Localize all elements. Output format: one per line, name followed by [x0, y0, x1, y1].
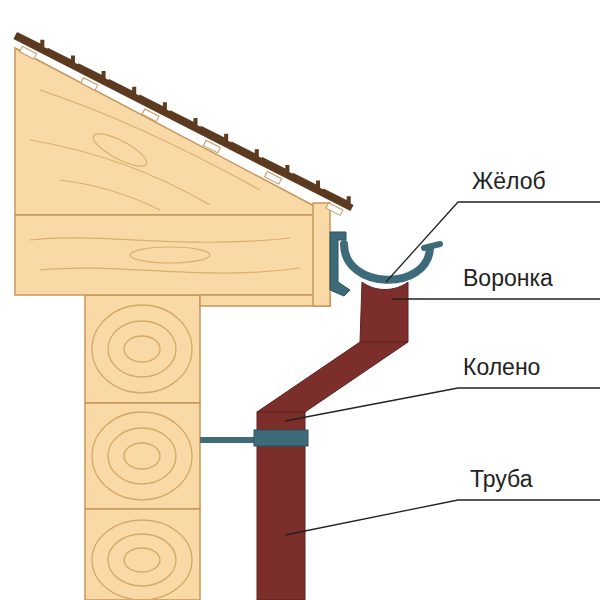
part-label: Жёлоб	[472, 168, 546, 194]
beam	[15, 215, 315, 295]
pipe-clamp	[254, 430, 308, 446]
rafter	[60, 180, 160, 210]
rafter	[30, 140, 210, 205]
pipe-clamp	[200, 430, 308, 446]
beam	[15, 215, 315, 295]
beam	[30, 238, 290, 242]
log-wall	[85, 295, 200, 403]
roof-covering	[15, 34, 352, 216]
log-wall	[92, 412, 192, 500]
roof-batten	[265, 172, 282, 185]
pipe	[257, 434, 305, 600]
roof-tile	[170, 112, 196, 125]
gutter	[344, 244, 430, 280]
log-wall	[124, 548, 160, 572]
roof-tile	[292, 175, 318, 188]
fascia-board	[313, 203, 330, 306]
funnel	[360, 282, 408, 342]
part-label: Труба	[470, 466, 533, 492]
leader-lines	[285, 500, 600, 535]
log-wall	[124, 336, 160, 362]
log-wall	[108, 321, 176, 377]
rafter	[89, 128, 150, 172]
log-wall	[92, 520, 192, 600]
roof-tile	[231, 143, 257, 156]
pipe-clamp	[200, 437, 257, 443]
roof-tile	[261, 159, 287, 172]
roof-tile	[323, 190, 349, 203]
soffit-board	[200, 295, 330, 306]
log-wall	[108, 534, 176, 586]
log-wall	[85, 509, 200, 600]
leader-lines	[285, 388, 600, 421]
log-wall	[85, 295, 200, 600]
log-wall	[92, 305, 192, 393]
fascia-board	[313, 203, 330, 306]
leader-lines	[392, 298, 600, 299]
roof-batten	[326, 203, 343, 216]
gutter	[424, 244, 440, 248]
log-wall	[92, 305, 192, 600]
leader-lines	[285, 202, 600, 535]
roof-batten	[20, 46, 37, 59]
log-wall	[108, 428, 176, 484]
beam	[30, 238, 300, 273]
funnel	[360, 282, 408, 342]
rafter	[30, 90, 260, 210]
rafter	[15, 48, 318, 215]
roof-tile	[16, 34, 42, 47]
roof-batten	[142, 109, 159, 122]
roof-tile	[47, 49, 73, 62]
part-label: Колено	[463, 354, 540, 380]
rafter	[15, 48, 318, 215]
beam	[130, 247, 210, 263]
part-label: Воронка	[463, 265, 553, 291]
roof-tile	[78, 65, 104, 78]
roof-tile	[108, 81, 134, 94]
roof-covering	[15, 36, 352, 208]
roof-batten	[203, 140, 220, 153]
soffit-board	[200, 295, 330, 306]
elbow	[257, 342, 408, 434]
roof-batten	[81, 78, 98, 91]
pipe	[257, 434, 305, 600]
log-wall	[124, 443, 160, 469]
roof-tile	[139, 96, 165, 109]
log-wall	[85, 403, 200, 509]
beam	[40, 268, 300, 273]
roof-tile	[200, 128, 226, 141]
